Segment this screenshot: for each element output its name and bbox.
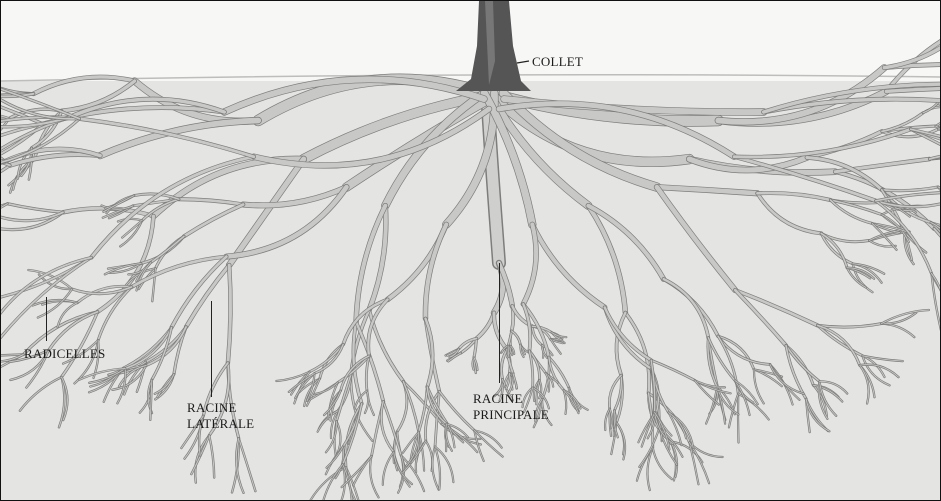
label-racine-laterale-line-2: LATÉRALE bbox=[187, 416, 254, 432]
radicelles-pointer bbox=[46, 297, 47, 341]
label-racine-principale-line-1: RACINE bbox=[473, 391, 549, 407]
label-racine-laterale: RACINE LATÉRALE bbox=[187, 400, 254, 432]
label-racine-principale-line-2: PRINCIPALE bbox=[473, 407, 549, 423]
racine-principale-pointer bbox=[499, 263, 500, 383]
label-racine-laterale-line-1: RACINE bbox=[187, 400, 254, 416]
racine-laterale-pointer bbox=[211, 301, 212, 397]
collet-pointer bbox=[517, 61, 529, 63]
label-radicelles: RADICELLES bbox=[24, 346, 105, 362]
soil bbox=[1, 81, 940, 500]
root bbox=[884, 19, 940, 68]
label-collet: COLLET bbox=[532, 54, 583, 70]
label-racine-principale: RACINE PRINCIPALE bbox=[473, 391, 549, 423]
